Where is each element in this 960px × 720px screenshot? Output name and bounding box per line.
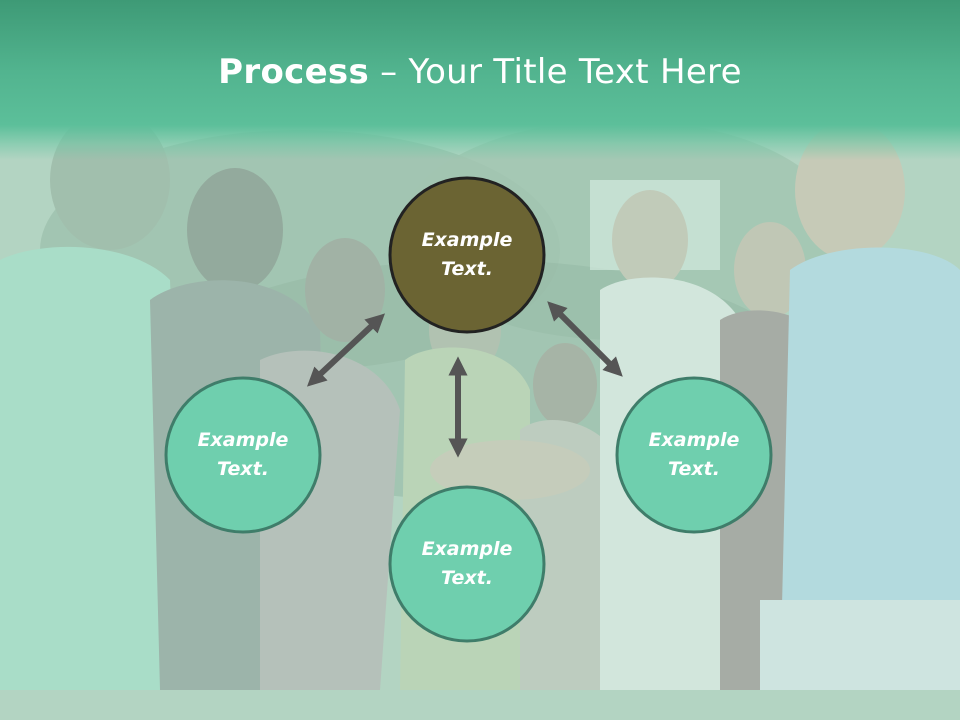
node-bottom-line2: Text. [441, 567, 493, 589]
title-band [0, 0, 960, 160]
slide-title[interactable]: Process – Your Title Text Here [0, 52, 960, 92]
node-bottom-circle[interactable] [388, 485, 546, 643]
node-bottom-line1: Example [421, 538, 513, 560]
arrow-top-left [306, 313, 386, 387]
title-rest: Your Title Text Here [408, 52, 742, 92]
title-separator: – [369, 52, 409, 92]
node-left-label: Example Text. [168, 426, 318, 484]
node-top-line2: Text. [441, 258, 493, 280]
node-top-label: Example Text. [392, 226, 542, 284]
node-right-circle[interactable] [615, 376, 773, 534]
node-top-line1: Example [421, 229, 513, 251]
arrow-top-right [547, 301, 623, 377]
node-left-line2: Text. [217, 458, 269, 480]
node-left-line1: Example [197, 429, 289, 451]
node-right-label: Example Text. [619, 426, 769, 484]
title-bold: Process [218, 52, 370, 92]
node-top-circle[interactable] [388, 176, 546, 334]
node-left-circle[interactable] [164, 376, 322, 534]
node-right-line1: Example [648, 429, 740, 451]
node-right-line2: Text. [668, 458, 720, 480]
node-bottom-label: Example Text. [392, 535, 542, 593]
